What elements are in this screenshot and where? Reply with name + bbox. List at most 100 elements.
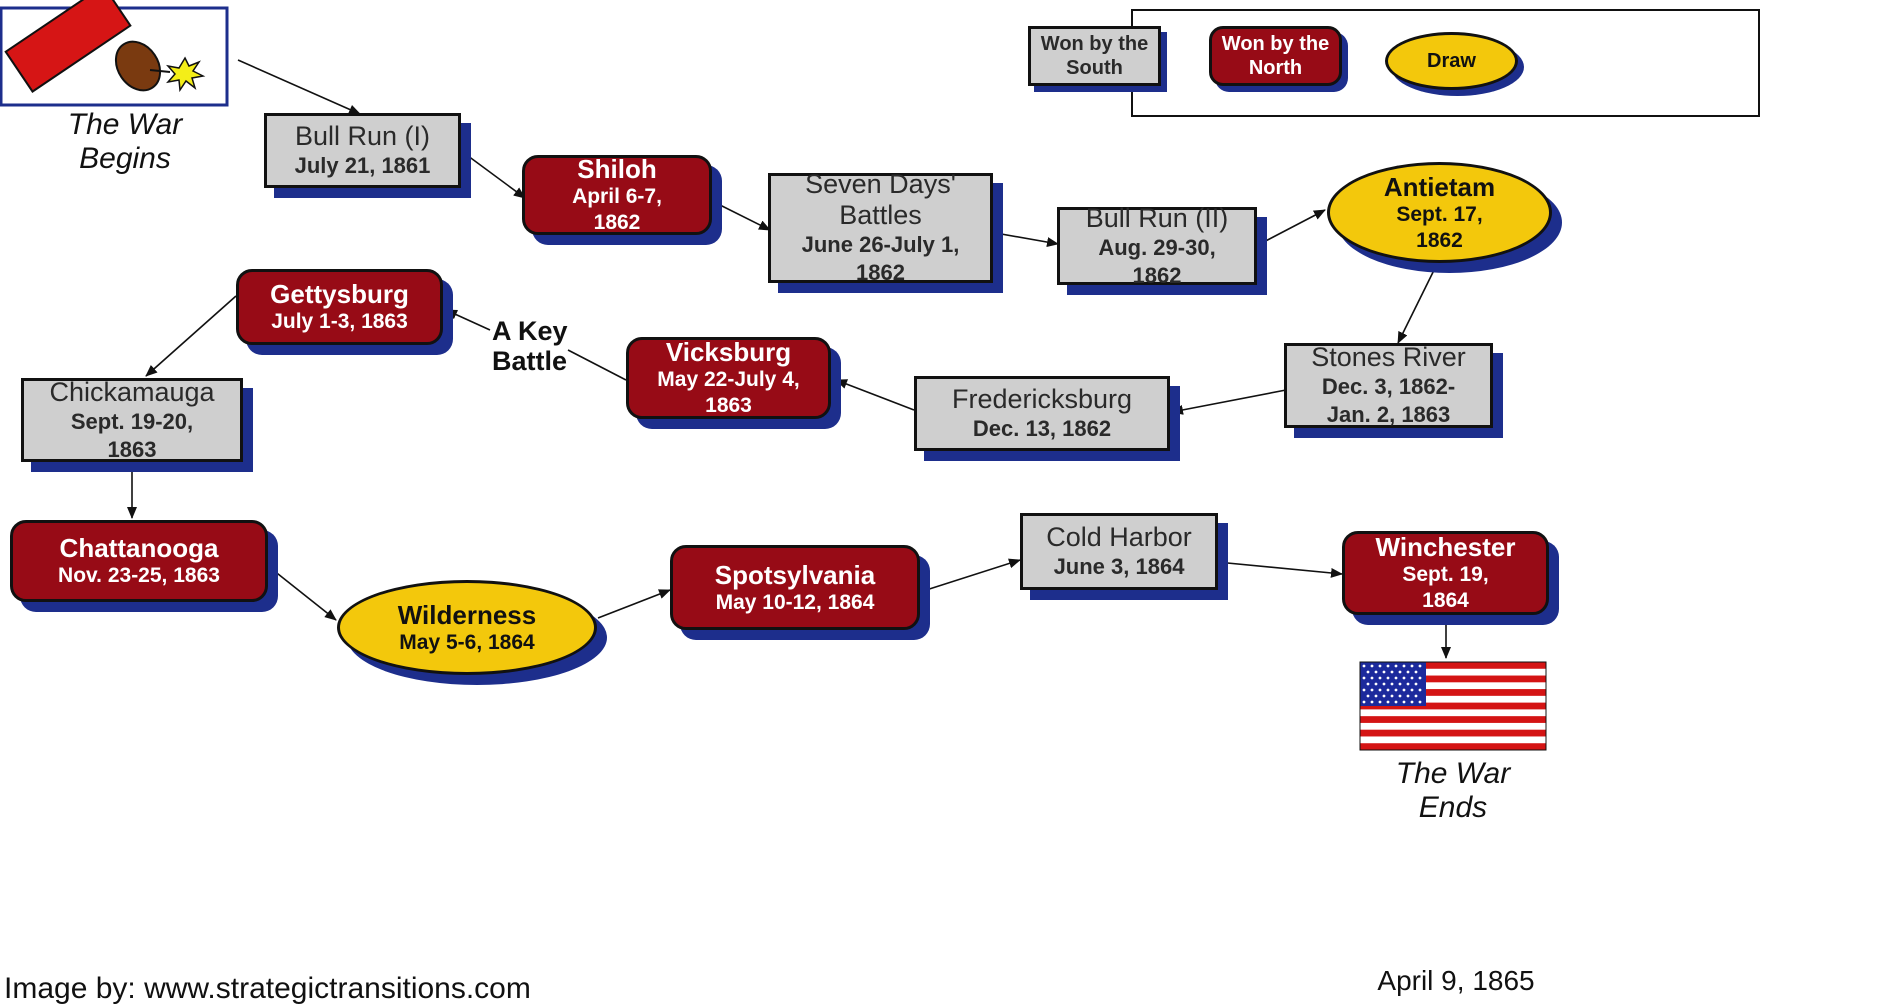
flag-star <box>1386 688 1390 692</box>
battle-gettysburg: Gettysburg July 1-3, 1863 <box>236 269 443 345</box>
battle-stones-river: Stones River Dec. 3, 1862- Jan. 2, 1863 <box>1284 342 1493 428</box>
flag-stripe <box>1360 729 1546 737</box>
battle-name: Wilderness <box>397 599 537 630</box>
battle-date: May 10-12, 1864 <box>715 590 875 614</box>
arrow-antietam-to-stonesriver <box>1397 257 1441 344</box>
annotation-line2: Battle <box>492 346 568 376</box>
war-end-date: April 9, 1865 <box>1377 965 1535 996</box>
flag-star <box>1386 700 1390 704</box>
flag-star <box>1410 688 1414 692</box>
flag-star <box>1398 694 1402 698</box>
battle-name: Stones River <box>1311 342 1466 372</box>
battle-shiloh: Shiloh April 6-7, 1862 <box>522 154 712 235</box>
image-credit: Image by: www.strategictransitions.com <box>4 972 531 1005</box>
flag-star <box>1418 688 1422 692</box>
flag-star <box>1378 688 1382 692</box>
flag-star <box>1374 682 1378 686</box>
battle-date: Sept. 17, 1862 <box>1396 202 1483 252</box>
flag-star <box>1366 670 1370 674</box>
arrow-chattanooga-to-wilderness <box>267 565 337 621</box>
flag-stripe <box>1360 662 1546 669</box>
battle-name: Chickamauga <box>49 376 215 407</box>
war-begins-line2: Begins <box>79 142 171 175</box>
battle-name: Fredericksburg <box>951 384 1133 414</box>
arrow-keybattle-to-gettysburg <box>445 309 491 331</box>
connector-vicksburg-to-keybattle <box>567 349 627 381</box>
battle-name: Bull Run (I) <box>294 121 431 151</box>
battle-name: Cold Harbor <box>1046 522 1192 552</box>
flag-star <box>1370 688 1374 692</box>
flag-star <box>1402 664 1406 668</box>
flag-star <box>1378 676 1382 680</box>
arrow-bullrun1-to-shiloh <box>459 149 526 199</box>
flag-stripe <box>1360 675 1546 683</box>
battle-bull-run-1: Bull Run (I) July 21, 1861 <box>264 113 461 188</box>
arrow-wilderness-to-spotsylvania <box>597 589 671 619</box>
flag-star <box>1402 688 1406 692</box>
flag-star <box>1394 688 1398 692</box>
battle-date: Sept. 19-20, 1863 <box>70 408 194 462</box>
battle-chickamauga: Chickamauga Sept. 19-20, 1863 <box>21 376 243 462</box>
arrow-coldharbor-to-winchester <box>1216 561 1343 578</box>
battle-antietam: Antietam Sept. 17, 1862 <box>1327 162 1552 263</box>
flag-star <box>1402 700 1406 704</box>
us-flag-icon <box>1359 661 1547 751</box>
battle-spotsylvania: Spotsylvania May 10-12, 1864 <box>670 545 920 630</box>
battle-name: Shiloh <box>577 154 657 184</box>
battle-date: July 21, 1861 <box>294 153 431 178</box>
flag-star <box>1378 700 1382 704</box>
flag-star <box>1398 682 1402 686</box>
flag-star <box>1414 682 1418 686</box>
battle-vicksburg: Vicksburg May 22-July 4, 1863 <box>626 337 831 419</box>
flag-star <box>1378 664 1382 668</box>
arrow-begin-to-bullrun1 <box>237 59 361 115</box>
flag-star <box>1410 676 1414 680</box>
flag-star <box>1390 682 1394 686</box>
flag-star <box>1374 694 1378 698</box>
battle-date: April 6-7, 1862 <box>572 185 662 234</box>
flag-star <box>1414 670 1418 674</box>
battle-cold-harbor: Cold Harbor June 3, 1864 <box>1020 513 1218 590</box>
flag-star <box>1390 670 1394 674</box>
war-ends-label: The War Ends <box>1360 757 1546 825</box>
key-draw: Draw <box>1385 32 1518 90</box>
flag-stripe <box>1360 689 1546 696</box>
battle-chattanooga: Chattanooga Nov. 23-25, 1863 <box>10 520 268 602</box>
battle-name: Gettysburg <box>270 279 409 309</box>
flag-star <box>1362 676 1366 680</box>
flag-star <box>1418 676 1422 680</box>
battle-name: Vicksburg <box>665 337 792 367</box>
battle-date: Aug. 29-30, 1862 <box>1098 234 1216 288</box>
battle-fredericksburg: Fredericksburg Dec. 13, 1862 <box>914 376 1170 451</box>
flag-star <box>1370 700 1374 704</box>
war-ends-line1: The War <box>1395 757 1511 790</box>
battle-date: Dec. 13, 1862 <box>972 416 1112 441</box>
battle-date: Sept. 19, 1864 <box>1402 563 1489 612</box>
battle-name: Bull Run (II) <box>1085 202 1229 233</box>
flag-star <box>1374 670 1378 674</box>
flag-star <box>1410 700 1414 704</box>
battle-date: June 3, 1864 <box>1053 554 1185 579</box>
battle-seven-days: Seven Days' Battles June 26-July 1, 1862 <box>768 169 993 285</box>
battle-date: Dec. 3, 1862- Jan. 2, 1863 <box>1321 374 1456 427</box>
arrow-spotsylvania-to-coldharbor <box>919 558 1021 593</box>
key-won-by-south: Won by the South <box>1028 26 1161 86</box>
flag-stripe <box>1360 743 1546 750</box>
battle-name: Seven Days' Battles <box>805 169 956 230</box>
arrow-gettysburg-to-chickamauga <box>145 295 237 377</box>
flag-star <box>1398 670 1402 674</box>
flag-star <box>1362 688 1366 692</box>
arrow-fredericksburg-to-vicksburg <box>835 379 915 411</box>
flag-star <box>1366 694 1370 698</box>
flag-star <box>1362 700 1366 704</box>
battle-date: July 1-3, 1863 <box>271 310 408 333</box>
flag-star <box>1418 664 1422 668</box>
war-begins-line1: The War <box>67 108 183 141</box>
flag-star <box>1362 664 1366 668</box>
arrow-bullrun2-to-antietam <box>1255 209 1326 247</box>
flag-star <box>1394 664 1398 668</box>
war-ends-line2: Ends <box>1418 791 1488 824</box>
arrow-shiloh-to-sevendays <box>709 199 771 231</box>
annotation-line1: A Key <box>492 316 568 346</box>
battle-winchester: Winchester Sept. 19, 1864 <box>1342 531 1549 615</box>
